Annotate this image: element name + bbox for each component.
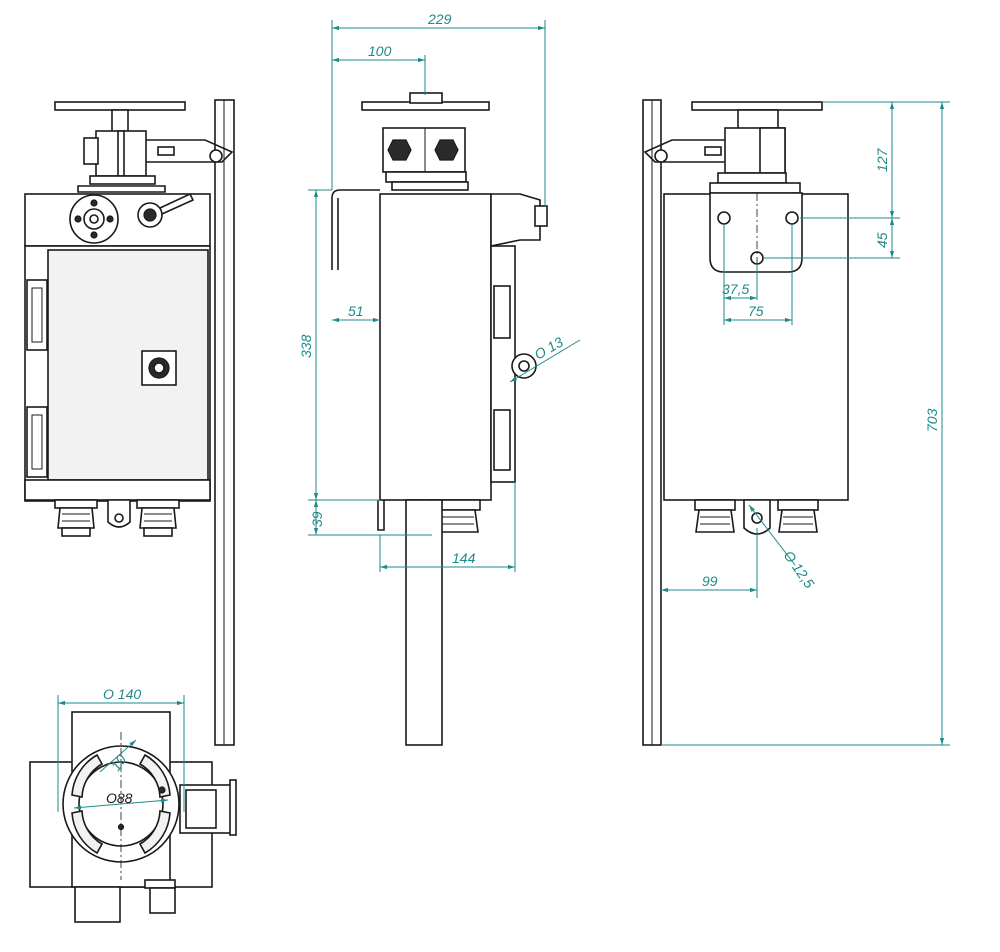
dim-99: 99	[702, 573, 718, 589]
front-view	[24, 99, 235, 746]
dim-229: 229	[427, 11, 452, 27]
dim-37-5: 37,5	[722, 281, 749, 297]
side-view	[331, 92, 548, 746]
dim-75: 75	[748, 303, 764, 319]
dim-o88: O88	[106, 790, 133, 806]
dim-144: 144	[452, 550, 476, 566]
dim-o12-5: O 12,5	[781, 548, 818, 592]
rear-view	[642, 99, 849, 746]
dimension-lines	[57, 20, 950, 812]
dim-39: 39	[309, 511, 325, 527]
dim-o140: O 140	[103, 686, 141, 702]
dim-100: 100	[368, 43, 392, 59]
dim-51: 51	[348, 303, 364, 319]
dim-703: 703	[924, 408, 940, 432]
dim-45: 45	[874, 232, 890, 248]
dim-127: 127	[874, 147, 890, 172]
dim-338: 338	[298, 334, 314, 358]
top-view	[29, 711, 237, 923]
